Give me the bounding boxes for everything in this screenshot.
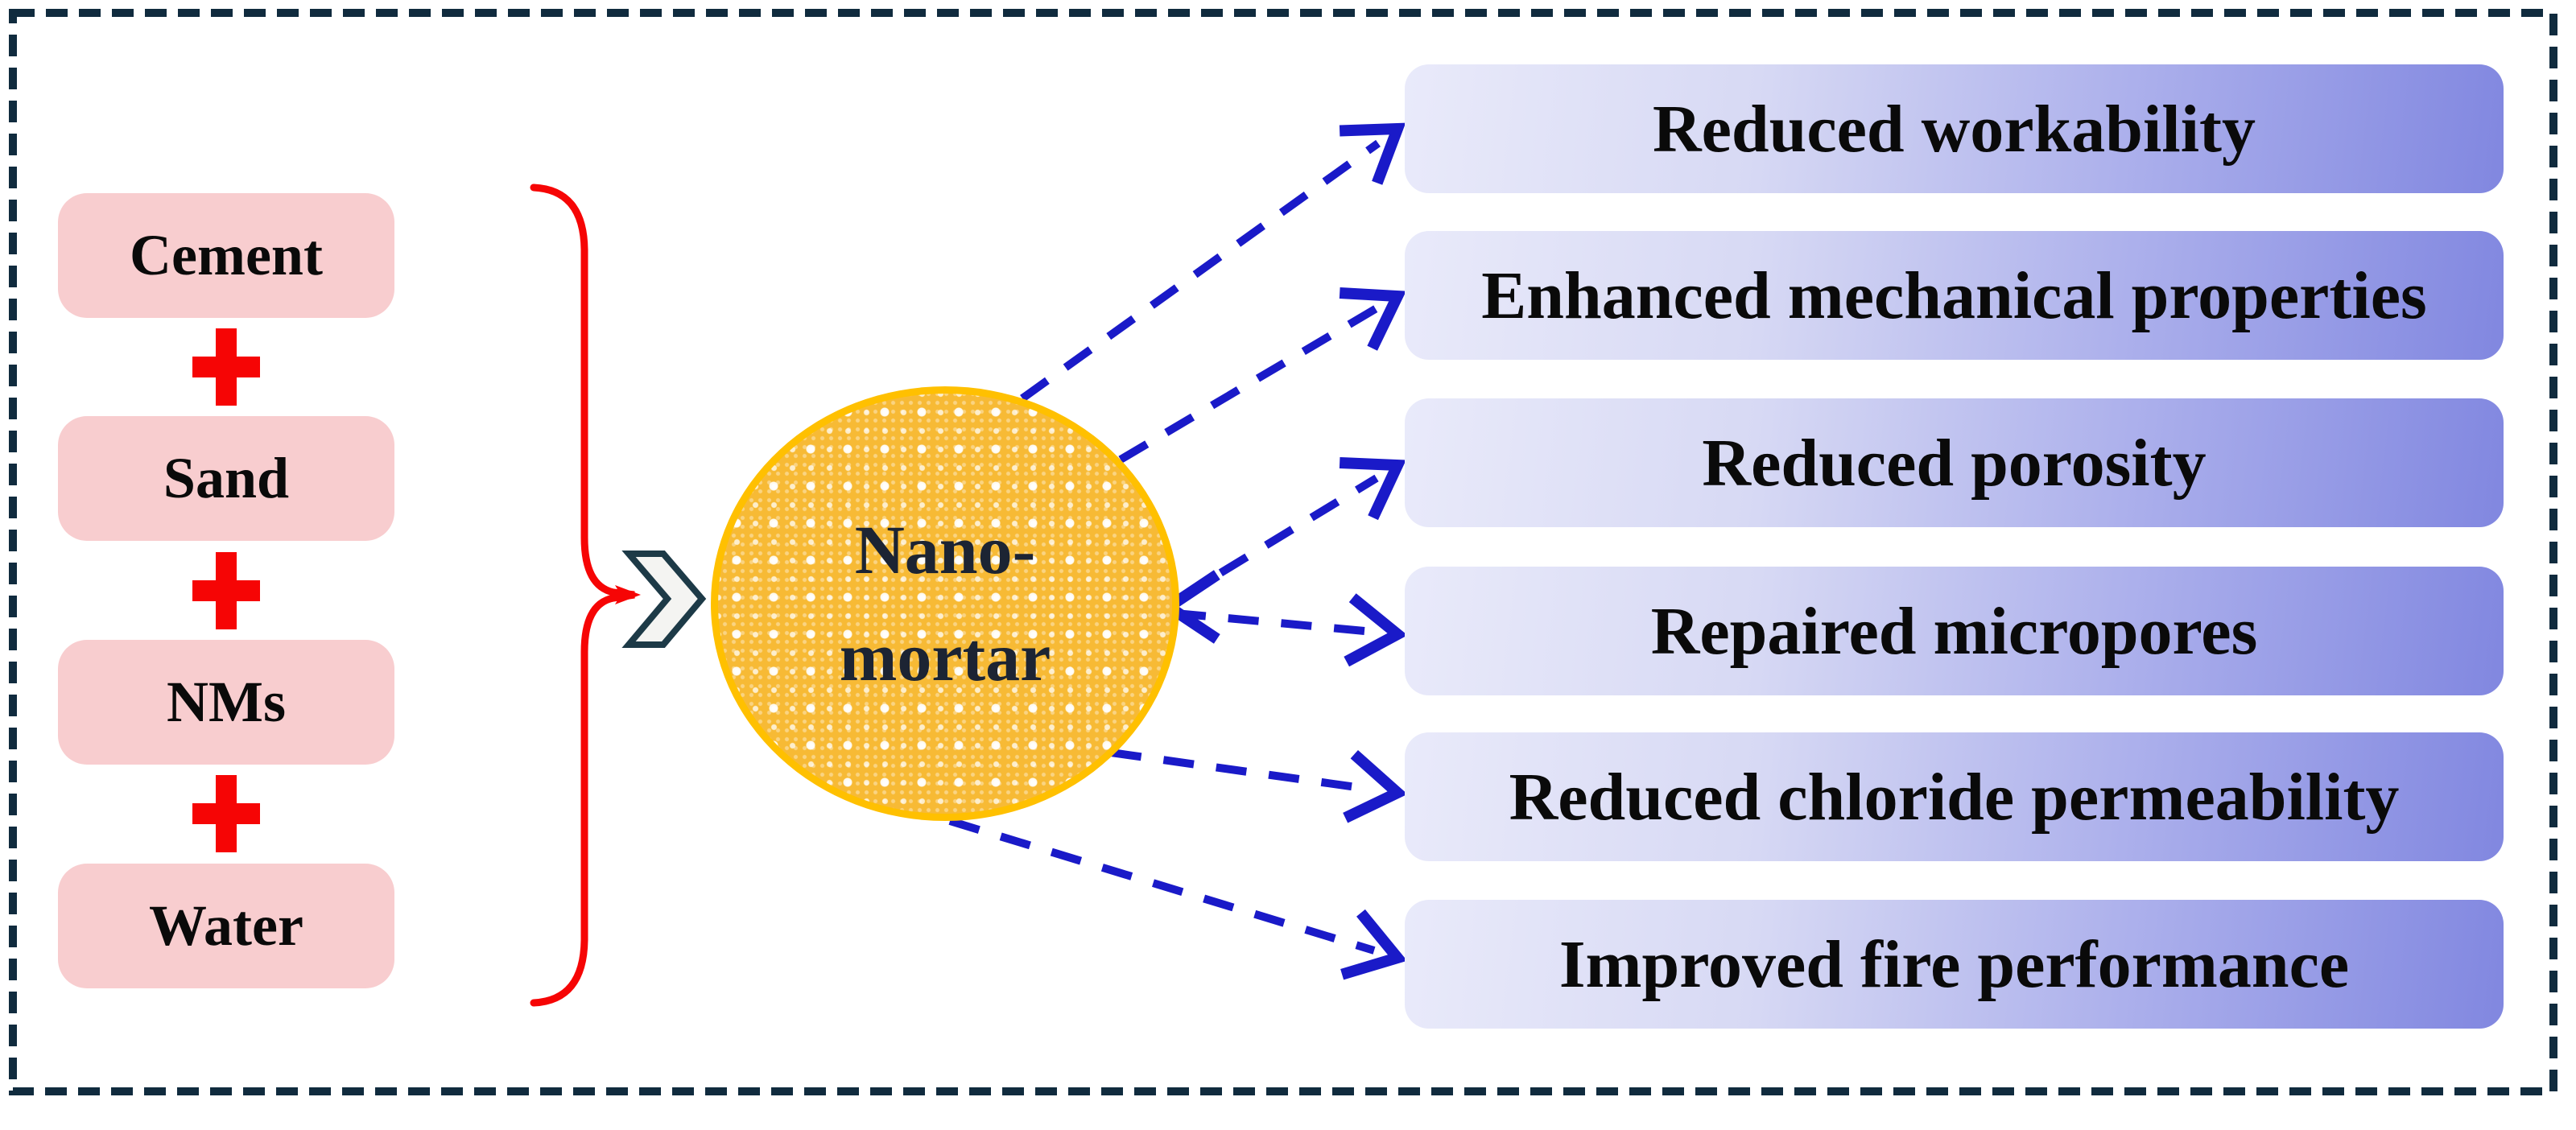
outcome-label: Reduced chloride permeability <box>1509 759 2400 835</box>
outcome-label: Reduced porosity <box>1702 425 2207 501</box>
ingredient-box-cement: Cement <box>58 193 394 318</box>
outcome-box-enhanced-mechanical-properties: Enhanced mechanical properties <box>1405 231 2504 360</box>
arrow-head-icon <box>1339 122 1406 185</box>
arrow-line <box>1173 474 1379 604</box>
arrow-to-reduced-porosity <box>1173 457 1406 604</box>
nano-mortar-label-line1: Nano- <box>854 510 1036 588</box>
ingredient-label: Water <box>149 893 303 958</box>
arrow-line <box>1020 139 1381 402</box>
arrow-to-repaired-micropores <box>1174 593 1408 667</box>
outcome-box-reduced-chloride-permeability: Reduced chloride permeability <box>1405 732 2504 861</box>
arrow-head-icon <box>1340 909 1408 980</box>
arrow-head-icon <box>1339 457 1406 521</box>
plus-icon <box>192 552 260 629</box>
outcome-box-reduced-porosity: Reduced porosity <box>1405 398 2504 527</box>
plus-icon <box>192 328 260 406</box>
outcome-label: Repaired micropores <box>1650 593 2258 669</box>
ingredient-box-sand: Sand <box>58 416 394 541</box>
ingredient-box-nms: NMs <box>58 640 394 765</box>
ingredient-label: Sand <box>163 446 290 510</box>
arrow-head-icon <box>1344 593 1408 667</box>
arrow-head-icon <box>1343 749 1408 823</box>
outcome-label: Reduced workability <box>1652 91 2256 167</box>
ingredient-box-water: Water <box>58 864 394 988</box>
arrow-to-enhanced-mechanical-properties <box>1118 287 1406 464</box>
outcome-label: Improved fire performance <box>1558 926 2350 1002</box>
arrow-line <box>1118 304 1379 464</box>
outcome-box-reduced-workability: Reduced workability <box>1405 64 2504 193</box>
arrow-to-reduced-chloride-permeability <box>1110 749 1408 823</box>
nano-mortar-ellipse: Nano- mortar <box>711 386 1179 821</box>
grouping-brace <box>530 184 635 1007</box>
plus-icon <box>192 775 260 852</box>
outcome-box-improved-fire-performance: Improved fire performance <box>1405 900 2504 1029</box>
nano-mortar-label-line2: mortar <box>839 618 1051 695</box>
ingredient-label: Cement <box>130 223 323 287</box>
chevron-right-icon <box>621 551 707 648</box>
outcome-label: Enhanced mechanical properties <box>1481 258 2427 333</box>
arrow-line <box>948 817 1376 955</box>
outcome-box-repaired-micropores: Repaired micropores <box>1405 567 2504 695</box>
arrow-line <box>1174 609 1374 636</box>
brace-pointer-tip-icon <box>615 585 641 604</box>
arrow-head-icon <box>1339 287 1406 351</box>
arrow-to-improved-fire-performance <box>948 817 1408 980</box>
arrow-to-reduced-workability <box>1020 122 1406 402</box>
arrow-line <box>1110 749 1374 794</box>
ingredient-label: NMs <box>167 670 286 734</box>
dashed-frame-border <box>9 9 2557 1095</box>
